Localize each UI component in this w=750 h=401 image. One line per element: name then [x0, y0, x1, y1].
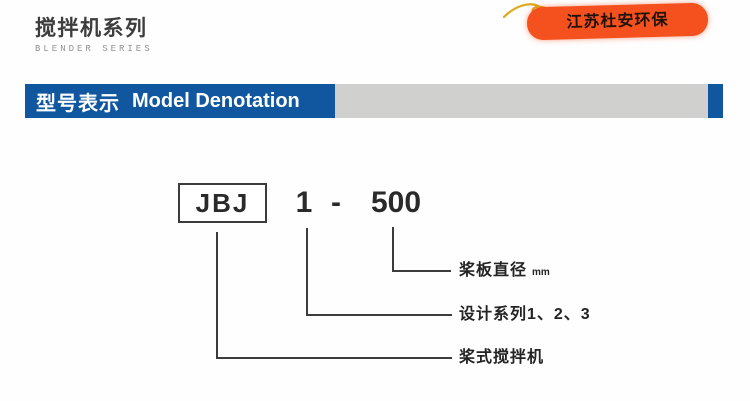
callout-line-diameter-horizontal	[392, 270, 451, 272]
section-title-bar: 型号表示 Model Denotation	[25, 84, 723, 118]
section-title-zh: 型号表示	[36, 92, 120, 115]
model-code-separator: -	[331, 186, 341, 219]
callout-line-model-vertical	[216, 232, 218, 359]
callout-line-series-horizontal	[306, 314, 452, 316]
callout-label-diameter: 桨板直径 mm	[459, 262, 550, 282]
callout-label-design-series: 设计系列1、2、3	[459, 306, 591, 323]
callout-label-mixer-type: 桨式搅拌机	[459, 349, 545, 366]
model-code-box: JBJ	[178, 183, 267, 223]
callout-line-diameter-vertical	[392, 227, 394, 272]
brand-badge: 江苏杜安环保	[526, 2, 709, 41]
callout-line-series-vertical	[306, 228, 308, 316]
section-title: 型号表示 Model Denotation	[25, 84, 335, 118]
section-title-en: Model Denotation	[132, 89, 300, 112]
series-header: 搅拌机系列 BLENDER SERIES	[35, 16, 153, 54]
callout-label-diameter-unit: mm	[532, 267, 550, 278]
section-bar-gray-fill	[335, 84, 708, 118]
series-title-en: BLENDER SERIES	[35, 44, 153, 54]
callout-label-diameter-text: 桨板直径	[459, 262, 528, 279]
callout-line-model-horizontal	[216, 357, 452, 359]
design-series-digit: 1	[295, 186, 313, 219]
diameter-value: 500	[370, 186, 422, 219]
series-title-zh: 搅拌机系列	[35, 17, 148, 40]
section-bar-end-cap	[708, 84, 723, 118]
